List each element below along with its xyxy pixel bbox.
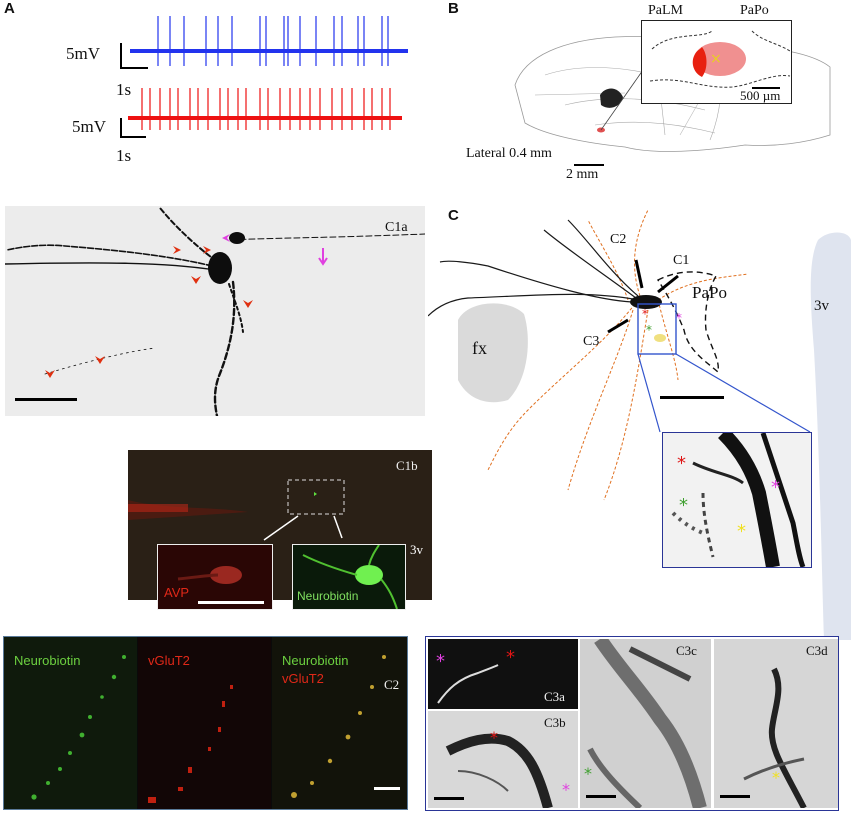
- avp-label: AVP: [164, 585, 190, 600]
- c3-tracing-label: C3: [583, 334, 600, 349]
- panel-label-c: C: [448, 207, 459, 224]
- panel-label-a: A: [4, 0, 15, 17]
- inset-scale-label: 500 µm: [740, 88, 781, 103]
- atlas-scale-label: 2 mm: [566, 167, 599, 182]
- c1a-label: C1a: [385, 220, 408, 235]
- svg-text:*: *: [562, 780, 570, 799]
- svg-text:*: *: [676, 311, 682, 325]
- c2-merge-vglut2-label: vGluT2: [282, 671, 324, 686]
- svg-text:*: *: [436, 651, 445, 672]
- papo-tracing-label: PaPo: [692, 283, 727, 302]
- panel-label-b: B: [448, 0, 459, 17]
- c2-label: C2: [384, 677, 400, 692]
- fornix-label: fx: [472, 338, 487, 358]
- c2-neurobiotin-label: Neurobiotin: [14, 653, 81, 668]
- neurobiotin-inset-label: Neurobiotin: [297, 589, 359, 603]
- c3a-label: C3a: [544, 689, 565, 704]
- atlas-scale-bar: [574, 164, 604, 166]
- c1b-label: C1b: [396, 458, 418, 473]
- c3a-micrograph: * * C3a: [428, 639, 578, 709]
- svg-text:*: *: [584, 764, 592, 783]
- c2-merge-channel: Neurobiotin vGluT2 C2: [272, 637, 407, 809]
- c3c-label: C3c: [676, 643, 697, 658]
- blue-trace-time-scale: 1s: [116, 80, 132, 99]
- zoom-inset: * * * *: [662, 432, 812, 568]
- svg-text:*: *: [677, 453, 686, 474]
- c1-tracing-label: C1: [673, 253, 690, 268]
- c3-frame: * * C3a * * C3b * C3c * C3d: [425, 636, 839, 811]
- svg-text:*: *: [679, 495, 688, 516]
- blue-scale-vertical: [120, 43, 122, 69]
- svg-text:*: *: [506, 647, 515, 668]
- avp-inset: AVP: [157, 544, 273, 610]
- neuron-tracing: * * *: [428, 209, 851, 640]
- svg-text:*: *: [771, 477, 780, 498]
- red-trace: [128, 88, 402, 130]
- red-trace-voltage-scale: 5mV: [72, 117, 106, 136]
- c2-tracing-label: C2: [610, 232, 627, 247]
- papo-label: PaPo: [740, 3, 769, 18]
- neurobiotin-inset: Neurobiotin: [292, 544, 406, 610]
- svg-text:*: *: [642, 307, 648, 321]
- blue-trace: [130, 16, 408, 66]
- blue-trace-voltage-scale: 5mV: [66, 44, 100, 63]
- red-scale-vertical: [120, 118, 122, 138]
- svg-text:*: *: [737, 521, 746, 542]
- svg-text:*: *: [490, 728, 498, 747]
- c1a-micrograph: C1a: [5, 206, 425, 416]
- c2-merge-neurobiotin-label: Neurobiotin: [282, 653, 349, 668]
- c2-vglut2-label: vGluT2: [148, 653, 190, 668]
- red-scale-horizontal: [120, 136, 146, 138]
- c3d-micrograph: * C3d: [714, 639, 838, 808]
- palm-label: PaLM: [648, 3, 683, 18]
- c2-vglut2-channel: vGluT2: [138, 637, 271, 809]
- c2-neurobiotin-channel: Neurobiotin: [4, 637, 137, 809]
- svg-text:×: ×: [710, 51, 722, 67]
- third-ventricle-label: 3v: [814, 298, 829, 314]
- hypothalamus-inset: ×: [641, 20, 792, 104]
- c3c-micrograph: * C3c: [580, 639, 711, 808]
- svg-text:*: *: [646, 323, 652, 337]
- c3b-micrograph: * * C3b: [428, 711, 578, 808]
- c3b-label: C3b: [544, 715, 566, 730]
- brain-atlas-drawing: [514, 36, 831, 152]
- red-trace-time-scale: 1s: [116, 146, 132, 165]
- c1b-third-ventricle-label: 3v: [410, 542, 423, 557]
- c2-frame: Neurobiotin vGluT2 Neurobiotin vGluT2 C2: [3, 636, 408, 810]
- blue-scale-horizontal: [120, 67, 148, 69]
- c3d-label: C3d: [806, 643, 828, 658]
- svg-text:*: *: [772, 768, 780, 787]
- lateral-label: Lateral 0.4 mm: [466, 146, 552, 161]
